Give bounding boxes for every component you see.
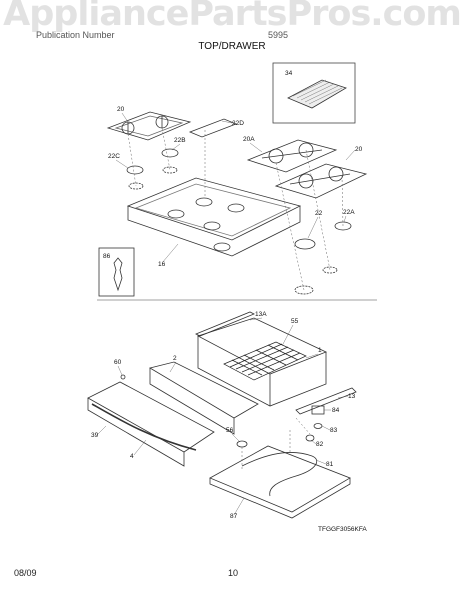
callout-1: 1 <box>318 347 322 354</box>
callout-60: 60 <box>114 359 122 366</box>
callout-22: 22 <box>315 210 323 217</box>
burner-cap-22b <box>161 148 179 158</box>
callout-84: 84 <box>332 407 340 414</box>
drawer-front <box>87 381 215 467</box>
publication-number-label: Publication Number <box>36 30 115 40</box>
callout-86: 86 <box>103 253 111 260</box>
burner-cap-22c <box>126 165 144 175</box>
switch-assembly <box>305 405 325 442</box>
drawer-panel <box>148 361 259 435</box>
callout-2: 2 <box>173 355 177 362</box>
slide-rail-13 <box>295 387 357 415</box>
diagram-code: TFGGF3056KFA <box>318 526 367 533</box>
callout-13: 13 <box>348 393 356 400</box>
callout-20-left: 20 <box>117 106 125 113</box>
callout-20-right: 20 <box>355 146 363 153</box>
section-title: TOP/DRAWER <box>198 41 266 52</box>
grate-left <box>106 111 192 141</box>
footer-page-number: 10 <box>228 568 239 578</box>
callout-22b: 22B <box>174 137 186 144</box>
callout-13a: 13A <box>255 311 267 318</box>
publication-number-value: 5995 <box>268 30 289 40</box>
callout-87: 87 <box>230 513 238 520</box>
bottom-panel <box>209 445 351 519</box>
grate-right-front <box>274 163 368 199</box>
center-grate <box>188 118 238 138</box>
griddle-inset <box>272 62 356 124</box>
burner-cap-22 <box>294 238 316 250</box>
page-header: AppliancePartsPros.com Publication Numbe… <box>0 0 464 40</box>
drawer-box <box>196 317 328 407</box>
drawer-rack <box>223 341 307 381</box>
burner-cap-22a <box>334 221 352 231</box>
callout-20a: 20A <box>243 136 255 143</box>
main-top <box>126 177 302 257</box>
bracket-56 <box>236 440 248 448</box>
footer-date: 08/09 <box>14 568 37 578</box>
screw-60 <box>120 374 126 380</box>
inset-86 <box>98 247 135 297</box>
callout-22c: 22C <box>108 153 120 160</box>
callout-39: 39 <box>91 432 99 439</box>
callout-16: 16 <box>158 261 166 268</box>
rail-13a <box>195 311 255 337</box>
grate-right-rear <box>246 139 338 173</box>
callout-22a: 22A <box>343 209 355 216</box>
watermark: AppliancePartsPros.com <box>3 0 462 34</box>
callout-22d: 22D <box>232 120 244 127</box>
callout-81: 81 <box>326 461 334 468</box>
callout-34: 34 <box>285 70 293 77</box>
callout-82: 82 <box>316 441 324 448</box>
callout-55: 55 <box>291 318 299 325</box>
callout-56: 56 <box>226 427 234 434</box>
callout-83: 83 <box>330 427 338 434</box>
callout-4: 4 <box>130 453 134 460</box>
